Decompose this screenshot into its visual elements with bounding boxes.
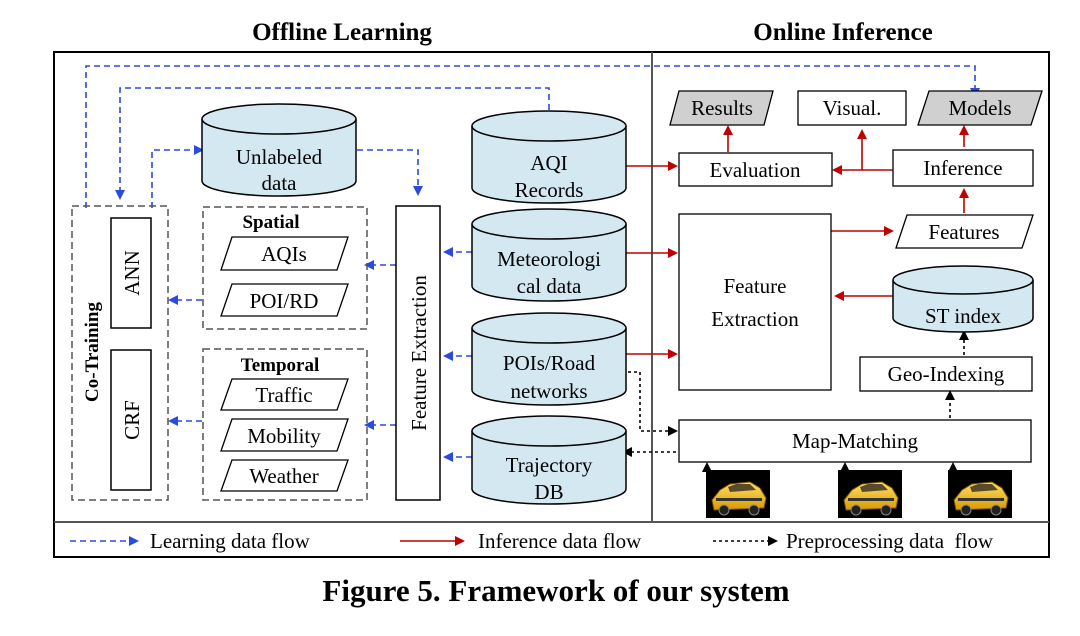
learning-flow-legend-label: Learning data flow: [150, 529, 311, 553]
temporal-group: [202, 348, 368, 501]
poi-rd-label: POI/RD: [250, 289, 319, 313]
traffic-parallelogram: [220, 378, 349, 411]
crf-box: [110, 349, 152, 491]
pois-label-1: POIs/Road: [503, 351, 596, 375]
pois-road-networks-cylinder: [471, 312, 627, 406]
offline-feature-extraction-box: [395, 205, 441, 501]
visual-label: Visual.: [823, 96, 882, 120]
temporal-title: Temporal: [241, 355, 319, 376]
online-feature-extraction-label-2: Extraction: [711, 307, 799, 331]
trajectory-db-cylinder: [471, 415, 627, 505]
weather-label: Weather: [249, 464, 318, 488]
traffic-label: Traffic: [255, 383, 312, 407]
results-label: Results: [691, 96, 753, 120]
ann-label: ANN: [120, 250, 144, 296]
meteorological-label-1: Meteorologi: [497, 247, 601, 271]
offline-learning-header: Offline Learning: [252, 19, 432, 46]
offline-feature-extraction-label: Feature Extraction: [407, 275, 431, 431]
aqis-label: AQIs: [261, 242, 307, 266]
unlabeled-label-1: Unlabeled: [236, 145, 323, 169]
results-parallelogram: [669, 90, 774, 126]
evaluation-box: [678, 152, 833, 187]
preprocessing-flow-legend-label: Preprocessing data flow: [786, 529, 994, 553]
inference-flows: [625, 125, 969, 359]
map-matching-label: Map-Matching: [792, 429, 918, 453]
co-training-label: Co-Training: [82, 302, 103, 402]
evaluation-label: Evaluation: [710, 158, 801, 182]
st-index-label: ST index: [925, 304, 1002, 328]
map-matching-box: [678, 419, 1032, 463]
pois-label-2: networks: [511, 379, 588, 403]
inference-flow-legend-label: Inference data flow: [478, 529, 642, 553]
taxi-icon: [947, 469, 1013, 519]
aqi-label-2: Records: [515, 178, 584, 202]
geo-indexing-label: Geo-Indexing: [888, 362, 1005, 386]
spatial-title: Spatial: [242, 212, 299, 233]
online-feature-extraction-box: [678, 213, 832, 391]
main-frame: [53, 51, 1050, 558]
models-label: Models: [949, 96, 1012, 120]
taxi-icon: [705, 469, 771, 519]
features-label: Features: [928, 220, 999, 244]
taxi-icon: [837, 469, 903, 519]
figure-caption: Figure 5. Framework of our system: [322, 573, 789, 608]
aqi-records-cylinder: [471, 110, 627, 204]
inference-box: [892, 149, 1034, 187]
online-feature-extraction-label-1: Feature: [724, 274, 787, 298]
models-parallelogram: [917, 90, 1043, 126]
crf-label: CRF: [120, 400, 144, 440]
aqi-label-1: AQI: [530, 151, 567, 175]
online-inference-header: Online Inference: [753, 19, 932, 46]
aqis-parallelogram: [220, 236, 349, 271]
unlabeled-label-2: data: [262, 171, 298, 195]
mobility-label: Mobility: [247, 424, 321, 448]
trajectory-label-2: DB: [534, 480, 563, 504]
st-index-cylinder: [892, 265, 1034, 333]
co-training-group: [71, 205, 169, 501]
ann-box: [110, 217, 152, 329]
features-parallelogram: [895, 214, 1034, 249]
poi-rd-parallelogram: [220, 283, 349, 317]
meteorological-label-2: cal data: [517, 274, 582, 298]
trajectory-label-1: Trajectory: [506, 453, 593, 477]
meteorological-data-cylinder: [471, 208, 627, 302]
weather-parallelogram: [220, 459, 349, 492]
mobility-parallelogram: [220, 418, 349, 452]
visual-box: [797, 90, 907, 126]
inference-label: Inference: [923, 156, 1002, 180]
geo-indexing-box: [859, 356, 1033, 392]
spatial-group: [202, 206, 368, 330]
learning-flows: [85, 65, 980, 462]
unlabeled-data-cylinder: [201, 103, 357, 197]
